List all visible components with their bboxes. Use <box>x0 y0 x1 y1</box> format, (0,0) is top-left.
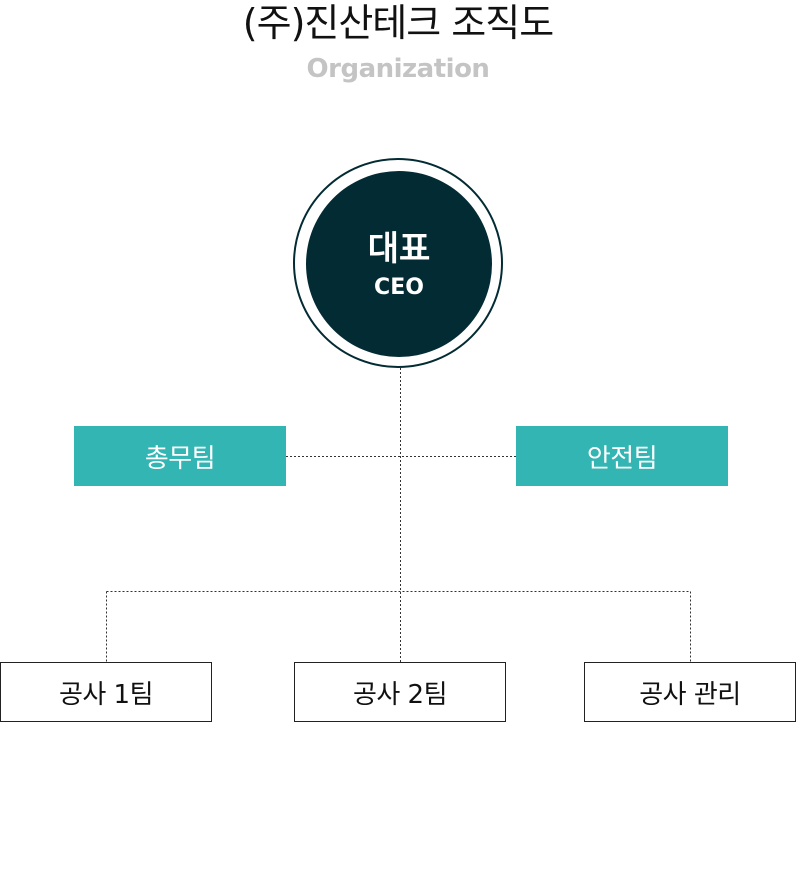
team-label: 공사 관리 <box>639 679 741 710</box>
page-subtitle: Organization <box>306 54 490 84</box>
team-construction-2: 공사 2팀 <box>294 662 506 722</box>
team-general-affairs: 총무팀 <box>74 426 286 486</box>
team-construction-1: 공사 1팀 <box>0 662 212 722</box>
ceo-subtitle: CEO <box>374 275 424 300</box>
ceo-node: 대표 CEO <box>306 171 492 357</box>
team-safety: 안전팀 <box>516 426 728 486</box>
team-label: 안전팀 <box>586 443 658 474</box>
team-label: 공사 1팀 <box>58 679 154 710</box>
ceo-title: 대표 <box>367 229 431 269</box>
team-label: 총무팀 <box>144 443 216 474</box>
team-construction-management: 공사 관리 <box>584 662 796 722</box>
page-title: (주)진산테크 조직도 <box>242 1 554 45</box>
team-label: 공사 2팀 <box>352 679 448 710</box>
